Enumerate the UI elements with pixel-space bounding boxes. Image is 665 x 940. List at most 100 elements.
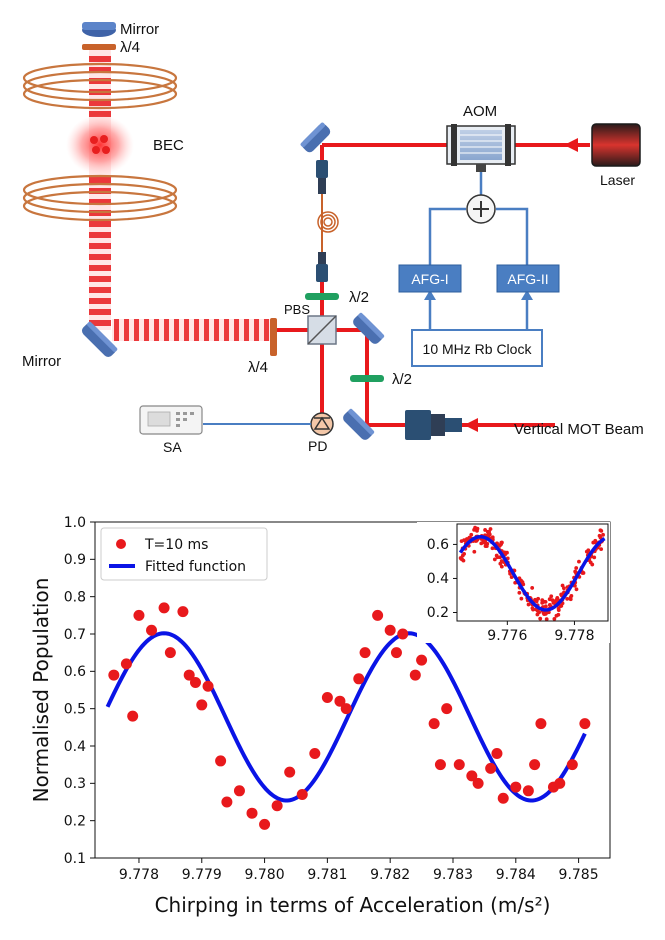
data-point: [510, 781, 522, 793]
optical-fiber: [316, 160, 339, 282]
data-point: [416, 654, 428, 666]
data-point: [189, 677, 201, 689]
coil-winding: [22, 78, 178, 110]
y-tick-label: 0.2: [427, 605, 449, 621]
inset-data-point: [479, 541, 484, 546]
label-sa: SA: [163, 439, 182, 455]
data-point: [566, 759, 578, 771]
data-point: [215, 755, 227, 767]
inset-data-point: [597, 533, 602, 538]
label-aom: AOM: [463, 103, 497, 120]
data-point: [284, 766, 296, 778]
inset-data-point: [574, 566, 579, 570]
aom-icon: [446, 124, 516, 172]
lattice-fringe: [89, 309, 111, 315]
inset-data-point: [473, 525, 477, 530]
x-tick-label: 9.781: [307, 867, 347, 883]
inset-data-point: [599, 547, 604, 552]
label-qwp-top: λ/4: [120, 39, 140, 56]
inset-plot-frame: [456, 523, 609, 622]
bec-atom: [102, 146, 110, 154]
inset-data-point: [474, 538, 479, 543]
mirror-right-lower-icon: [343, 408, 375, 440]
mirror-upper-icon: [300, 122, 331, 153]
inset-fit-curve: [458, 535, 606, 612]
y-tick-label: 0.6: [427, 537, 449, 553]
data-point: [177, 606, 189, 618]
inset-data-point: [544, 617, 549, 622]
mot-collimator-icon: [405, 410, 462, 440]
y-tick-label: 0.2: [64, 814, 86, 830]
label-mot: Vertical MOT Beam: [514, 421, 644, 438]
data-point: [296, 789, 308, 801]
data-point: [384, 624, 396, 636]
inset-data-point: [469, 532, 474, 537]
data-point: [146, 624, 158, 636]
lattice-fringe: [89, 67, 111, 73]
spectrum-analyzer-icon: [139, 405, 203, 435]
data-point: [120, 658, 132, 670]
y-tick-label: 0.6: [64, 664, 86, 680]
y-tick-label: 0.5: [64, 702, 86, 718]
lattice-fringe: [194, 319, 199, 341]
inset-data-point: [499, 540, 504, 545]
data-point: [271, 800, 283, 812]
data-point: [196, 699, 208, 711]
inset-data-point: [601, 532, 605, 537]
lattice-fringe: [204, 319, 209, 341]
data-point: [164, 647, 176, 659]
mot-direction-arrow: [464, 418, 478, 432]
data-point: [321, 691, 333, 703]
data-point: [183, 669, 195, 681]
inset-data-point: [536, 596, 541, 601]
data-point: [202, 680, 214, 692]
label-qwp-bottom: λ/4: [248, 359, 268, 376]
data-point: [579, 718, 591, 730]
x-axis-title: Chirping in terms of Acceleration (m/s²): [155, 893, 551, 917]
data-point: [108, 669, 120, 681]
inset-data-point: [492, 557, 497, 562]
coil-winding: [22, 190, 178, 222]
x-tick-label: 9.784: [496, 867, 536, 883]
y-tick-label: 1.0: [64, 515, 86, 531]
lattice-fringe: [144, 319, 149, 341]
label-pd: PD: [308, 438, 327, 454]
data-point: [309, 747, 321, 759]
lattice-fringe: [264, 319, 269, 341]
label-hwp-upper: λ/2: [349, 289, 369, 306]
inset-data-point: [574, 587, 579, 592]
fit-curve: [105, 631, 587, 803]
label-laser: Laser: [600, 172, 635, 188]
data-point: [359, 647, 371, 659]
qwp-top-icon: [82, 44, 116, 50]
inset-data-point: [547, 603, 552, 607]
lattice-fringe: [224, 319, 229, 341]
bec-atom: [100, 135, 108, 143]
data-point: [158, 602, 170, 614]
inset-data-point: [584, 549, 589, 554]
inset-data-point: [593, 538, 598, 543]
magnetic-coils: [22, 62, 178, 222]
mirror-top-face: [82, 22, 116, 30]
data-point: [554, 777, 566, 789]
legend-marker-points: [116, 539, 126, 549]
data-point: [485, 762, 497, 774]
y-tick-label: 0.3: [64, 776, 86, 792]
lattice-fringe: [244, 319, 249, 341]
data-point: [340, 703, 352, 715]
data-point: [522, 785, 534, 797]
inset-data-point: [554, 613, 559, 618]
qwp-bottom-icon: [270, 318, 277, 356]
data-point: [472, 777, 484, 789]
lattice-fringe: [254, 319, 259, 341]
data-point: [441, 703, 453, 715]
coil-winding: [22, 182, 178, 214]
inset-data-point: [540, 598, 545, 603]
hwp-upper-icon: [305, 293, 339, 300]
y-tick-label: 0.8: [64, 590, 86, 606]
lattice-fringe: [154, 319, 159, 341]
lattice-fringe: [89, 56, 111, 62]
